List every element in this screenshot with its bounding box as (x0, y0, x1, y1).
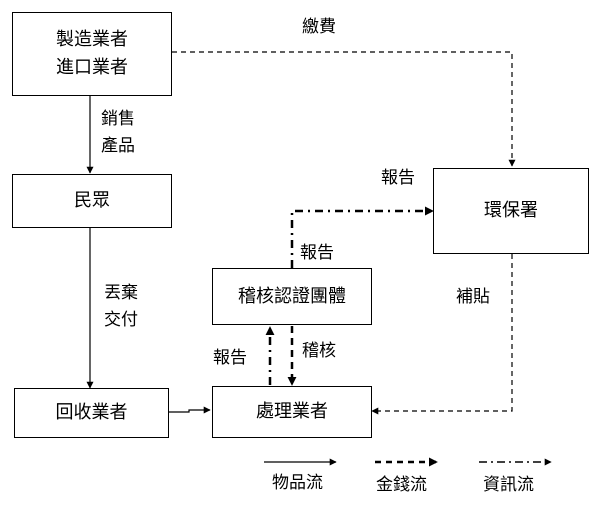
arrow-subsidy (371, 254, 513, 415)
node-audit-team-label: 稽核認證團體 (238, 285, 346, 307)
label-product: 產品 (101, 136, 135, 156)
label-report-to-epa: 報告 (381, 168, 415, 188)
node-public: 民眾 (12, 174, 172, 228)
arrow-fee (172, 51, 516, 167)
arrow-collector-to-processor (169, 406, 211, 414)
legend-goods-label: 物品流 (272, 473, 323, 493)
label-sell: 銷售 (101, 109, 135, 129)
node-manufacturer-line2: 進口業者 (56, 57, 128, 78)
node-collector: 回收業者 (14, 388, 169, 438)
node-processor: 處理業者 (212, 386, 372, 438)
legend-money-label: 金錢流 (376, 475, 427, 495)
label-report-processor: 報告 (213, 348, 247, 368)
legend-info-label: 資訊流 (483, 475, 534, 495)
node-manufacturer: 製造業者 進口業者 (12, 12, 172, 96)
node-audit-team: 稽核認證團體 (212, 268, 372, 325)
label-discard: 丟棄 (104, 283, 138, 303)
label-sell-product: 銷售 產品 (101, 106, 135, 160)
label-report-team: 報告 (300, 243, 334, 263)
node-processor-label: 處理業者 (256, 401, 328, 422)
node-collector-label: 回收業者 (55, 402, 128, 423)
node-public-label: 民眾 (74, 190, 110, 211)
node-epa-label: 環保署 (484, 200, 538, 221)
label-discard-deliver: 丟棄 交付 (104, 280, 138, 334)
node-manufacturer-line1: 製造業者 (56, 29, 128, 50)
label-deliver: 交付 (104, 310, 138, 330)
label-fee: 繳費 (302, 17, 336, 37)
node-epa: 環保署 (433, 168, 589, 254)
label-audit: 稽核 (302, 341, 336, 361)
label-subsidy: 補貼 (456, 287, 490, 307)
